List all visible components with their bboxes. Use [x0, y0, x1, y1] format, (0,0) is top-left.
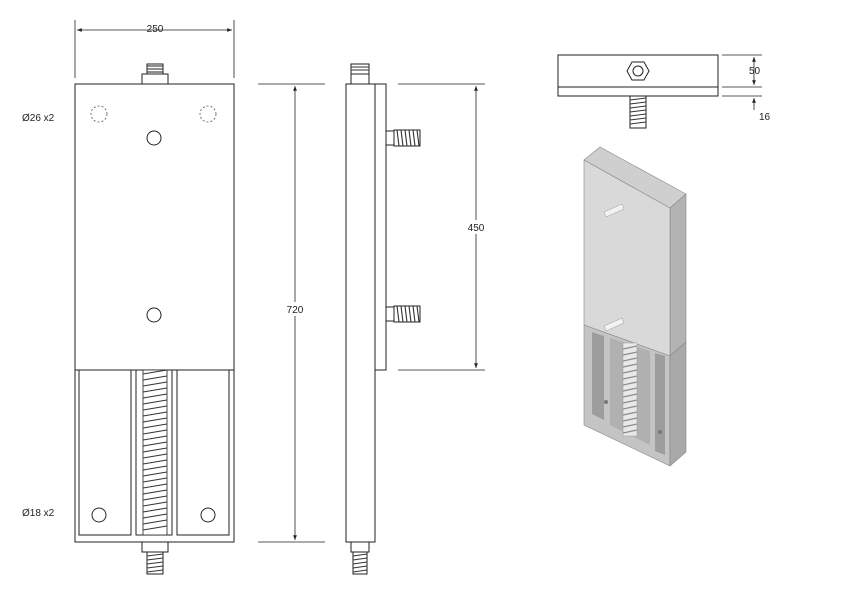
plate-hole-bottom	[146, 307, 162, 323]
front-plate	[74, 83, 235, 371]
offset-dimension-label: 16	[759, 112, 771, 123]
dashed-hole-left	[90, 105, 108, 123]
side-stud-upper	[385, 129, 421, 147]
height-dimension-label: 720	[287, 305, 304, 316]
bolt-spacing-dimension: 450	[398, 83, 489, 371]
height-dimension: 720	[258, 83, 325, 543]
bottom-holes-label: Ø18 x2	[22, 508, 55, 519]
width-dimension-label: 250	[147, 24, 164, 35]
plate-hole-top	[146, 130, 162, 146]
side-plate	[374, 83, 387, 371]
iso-threaded-rod	[622, 342, 638, 437]
side-view	[345, 63, 421, 575]
thickness-dimension-label: 50	[749, 66, 761, 77]
bottom-hole-right	[200, 507, 216, 523]
side-channel	[345, 83, 376, 543]
side-stud-lower	[385, 305, 421, 323]
dashed-hole-right	[199, 105, 217, 123]
bolt-spacing-label: 450	[468, 223, 485, 234]
isometric-view	[583, 146, 687, 467]
bottom-hole-left	[91, 507, 107, 523]
bottom-bolt	[141, 541, 169, 575]
threaded-rod	[142, 369, 168, 536]
front-view: 250 Ø26 x2	[22, 20, 235, 575]
top-view: 50 16	[557, 54, 771, 129]
top-bolt	[141, 63, 169, 85]
top-holes-label: Ø26 x2	[22, 113, 55, 124]
